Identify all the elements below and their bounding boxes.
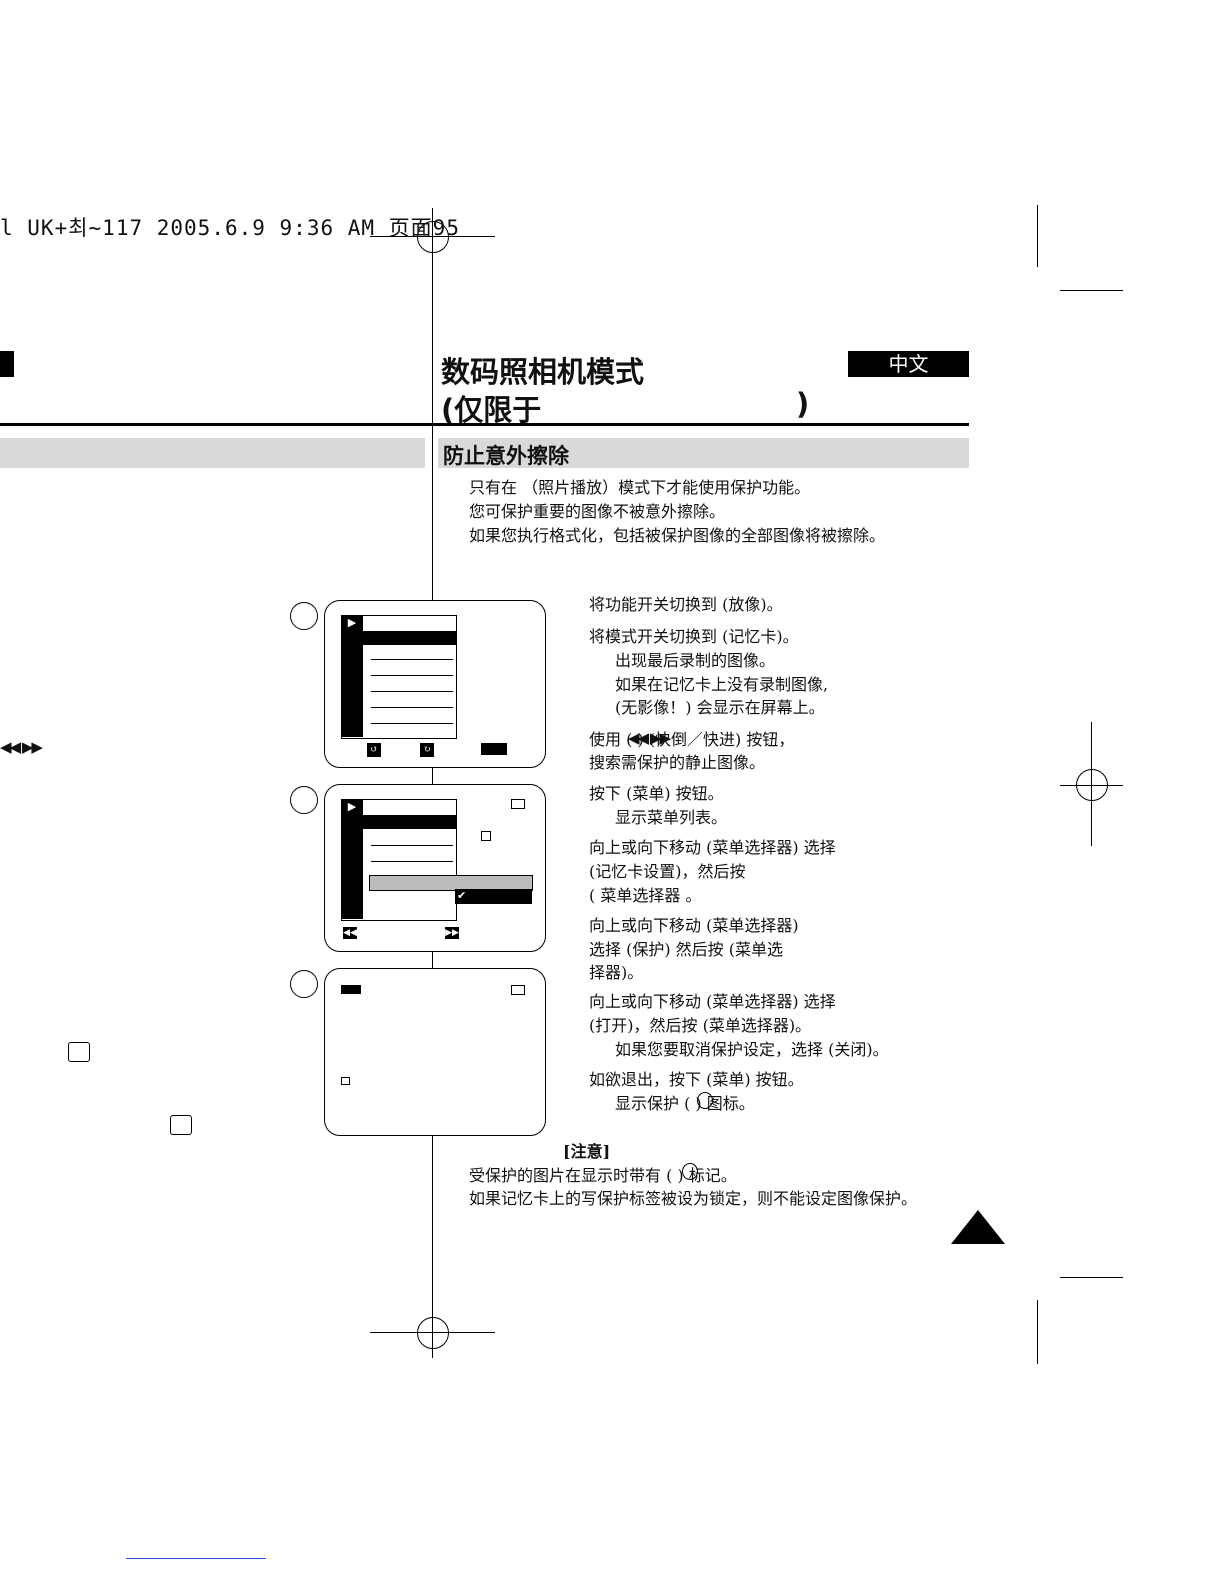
battery-icon <box>341 985 361 994</box>
rewind-icon: ◀◀ <box>343 927 357 939</box>
lcd-screen-3 <box>324 968 546 1136</box>
note-line: 如果记忆卡上的写保护标签被设为锁定，则不能设定图像保护。 <box>469 1189 918 1208</box>
slideshow-icon: ↺ <box>367 743 381 757</box>
crop-mark <box>1060 1277 1123 1278</box>
menu-line <box>371 861 453 862</box>
step-4-text: 按下 (菜单) 按钮。 <box>589 784 724 803</box>
registration-mark <box>417 221 449 253</box>
step-number-circle <box>290 786 318 814</box>
left-margin-arrows: ◀◀ ▶▶ <box>0 738 43 756</box>
step-3-text: 搜索需保护的静止图像。 <box>589 753 766 772</box>
center-fold-line <box>432 208 433 1358</box>
menu-line <box>371 707 453 708</box>
step-6-text: 择器)。 <box>589 963 644 982</box>
section-band <box>438 438 969 468</box>
intro-line: 您可保护重要的图像不被意外擦除。 <box>469 502 726 521</box>
menu-icon-column <box>341 799 363 919</box>
menu-line <box>371 675 453 676</box>
left-page-tab <box>0 351 14 377</box>
lock-icon <box>481 831 491 841</box>
step-5-text: ( 菜单选择器 。 <box>589 886 702 905</box>
step-8-note: 显示保护 ( ) 图标。 <box>615 1094 755 1113</box>
lock-icon <box>341 1077 350 1085</box>
play-icon: ▶ <box>342 799 362 815</box>
step-5-text: (记忆卡设置)，然后按 <box>589 862 746 881</box>
lcd-screen-1: ▶ ↺ ↻ <box>324 600 546 768</box>
note-label: [注意] <box>563 1142 611 1161</box>
step-4-note: 显示菜单列表。 <box>615 808 728 827</box>
step-2-note: 出现最后录制的图像。 <box>615 651 776 670</box>
menu-bar-icon <box>481 743 507 755</box>
step-2-text: 将模式开关切换到 (记忆卡)。 <box>589 627 799 646</box>
checkmark-icon: ✔ <box>457 889 467 902</box>
note-line: 受保护的图片在显示时带有 ( ) 标记。 <box>469 1166 737 1185</box>
step-7-note: 如果您要取消保护设定，选择 (关闭)。 <box>615 1040 889 1059</box>
step-2-note: (无影像！) 会显示在屏幕上。 <box>615 698 825 717</box>
lock-icon <box>170 1115 192 1135</box>
next-page-triangle-icon[interactable] <box>951 1210 1005 1244</box>
play-icon: ▶ <box>342 615 362 631</box>
menu-icon-column <box>341 615 363 737</box>
left-page-section-band <box>0 438 425 468</box>
menu-line <box>371 723 453 724</box>
intro-line: 只有在 （照片播放）模式下才能使用保护功能。 <box>469 478 811 497</box>
step-1-text: 将功能开关切换到 (放像)。 <box>589 595 783 614</box>
menu-line <box>371 845 453 846</box>
rewind-fast-forward-icon: ◀◀ ▶▶ <box>628 729 671 747</box>
lock-icon <box>697 1092 713 1109</box>
menu-highlight <box>341 631 456 645</box>
step-number-circle <box>290 970 318 998</box>
section-title: 防止意外擦除 <box>443 444 569 468</box>
intro-line: 如果您执行格式化，包括被保护图像的全部图像将被擦除。 <box>469 526 886 545</box>
step-5-text: 向上或向下移动 (菜单选择器) 选择 <box>589 838 836 857</box>
print-meta-line: l UK+최~117 2005.6.9 9:36 AM 页面95 <box>0 216 460 240</box>
step-2-note: 如果在记忆卡上没有录制图像, <box>615 675 829 694</box>
step-6-text: 向上或向下移动 (菜单选择器) <box>589 916 799 935</box>
step-7-text: 向上或向下移动 (菜单选择器) 选择 <box>589 992 836 1011</box>
page-subtitle-close: ) <box>796 387 810 421</box>
fast-forward-icon: ▶▶ <box>445 927 459 939</box>
slideshow-icon: ↻ <box>420 743 434 757</box>
page-subtitle-open: (仅限于 <box>441 393 542 427</box>
step-6-text: 选择 (保护) 然后按 (菜单选 <box>589 940 783 959</box>
lock-icon <box>682 1163 698 1180</box>
page-title: 数码照相机模式 <box>441 355 645 389</box>
menu-line <box>371 659 453 660</box>
header-rule <box>0 423 969 426</box>
menu-line <box>371 691 453 692</box>
step-8-text: 如欲退出，按下 (菜单) 按钮。 <box>589 1070 804 1089</box>
crop-mark <box>1060 290 1123 291</box>
registration-mark <box>1076 769 1108 801</box>
crop-mark <box>1037 1300 1038 1364</box>
lcd-screen-2: ▶ ✔ ◀◀ ▶▶ <box>324 784 546 952</box>
submenu-highlight <box>369 875 533 891</box>
menu-highlight <box>341 815 456 829</box>
registration-mark <box>417 1317 449 1349</box>
memory-card-icon <box>511 799 525 809</box>
step-7-text: (打开)，然后按 (菜单选择器)。 <box>589 1016 812 1035</box>
memory-card-icon <box>511 985 525 995</box>
step-number-circle <box>290 602 318 630</box>
crop-mark <box>1037 205 1038 267</box>
language-badge: 中文 <box>848 351 969 377</box>
step-3-text: 使用 ( ) (快倒／快进) 按钮， <box>589 730 795 749</box>
submenu-selected-option <box>455 889 532 904</box>
lock-icon <box>68 1042 90 1062</box>
page-footer-rule <box>126 1558 266 1559</box>
